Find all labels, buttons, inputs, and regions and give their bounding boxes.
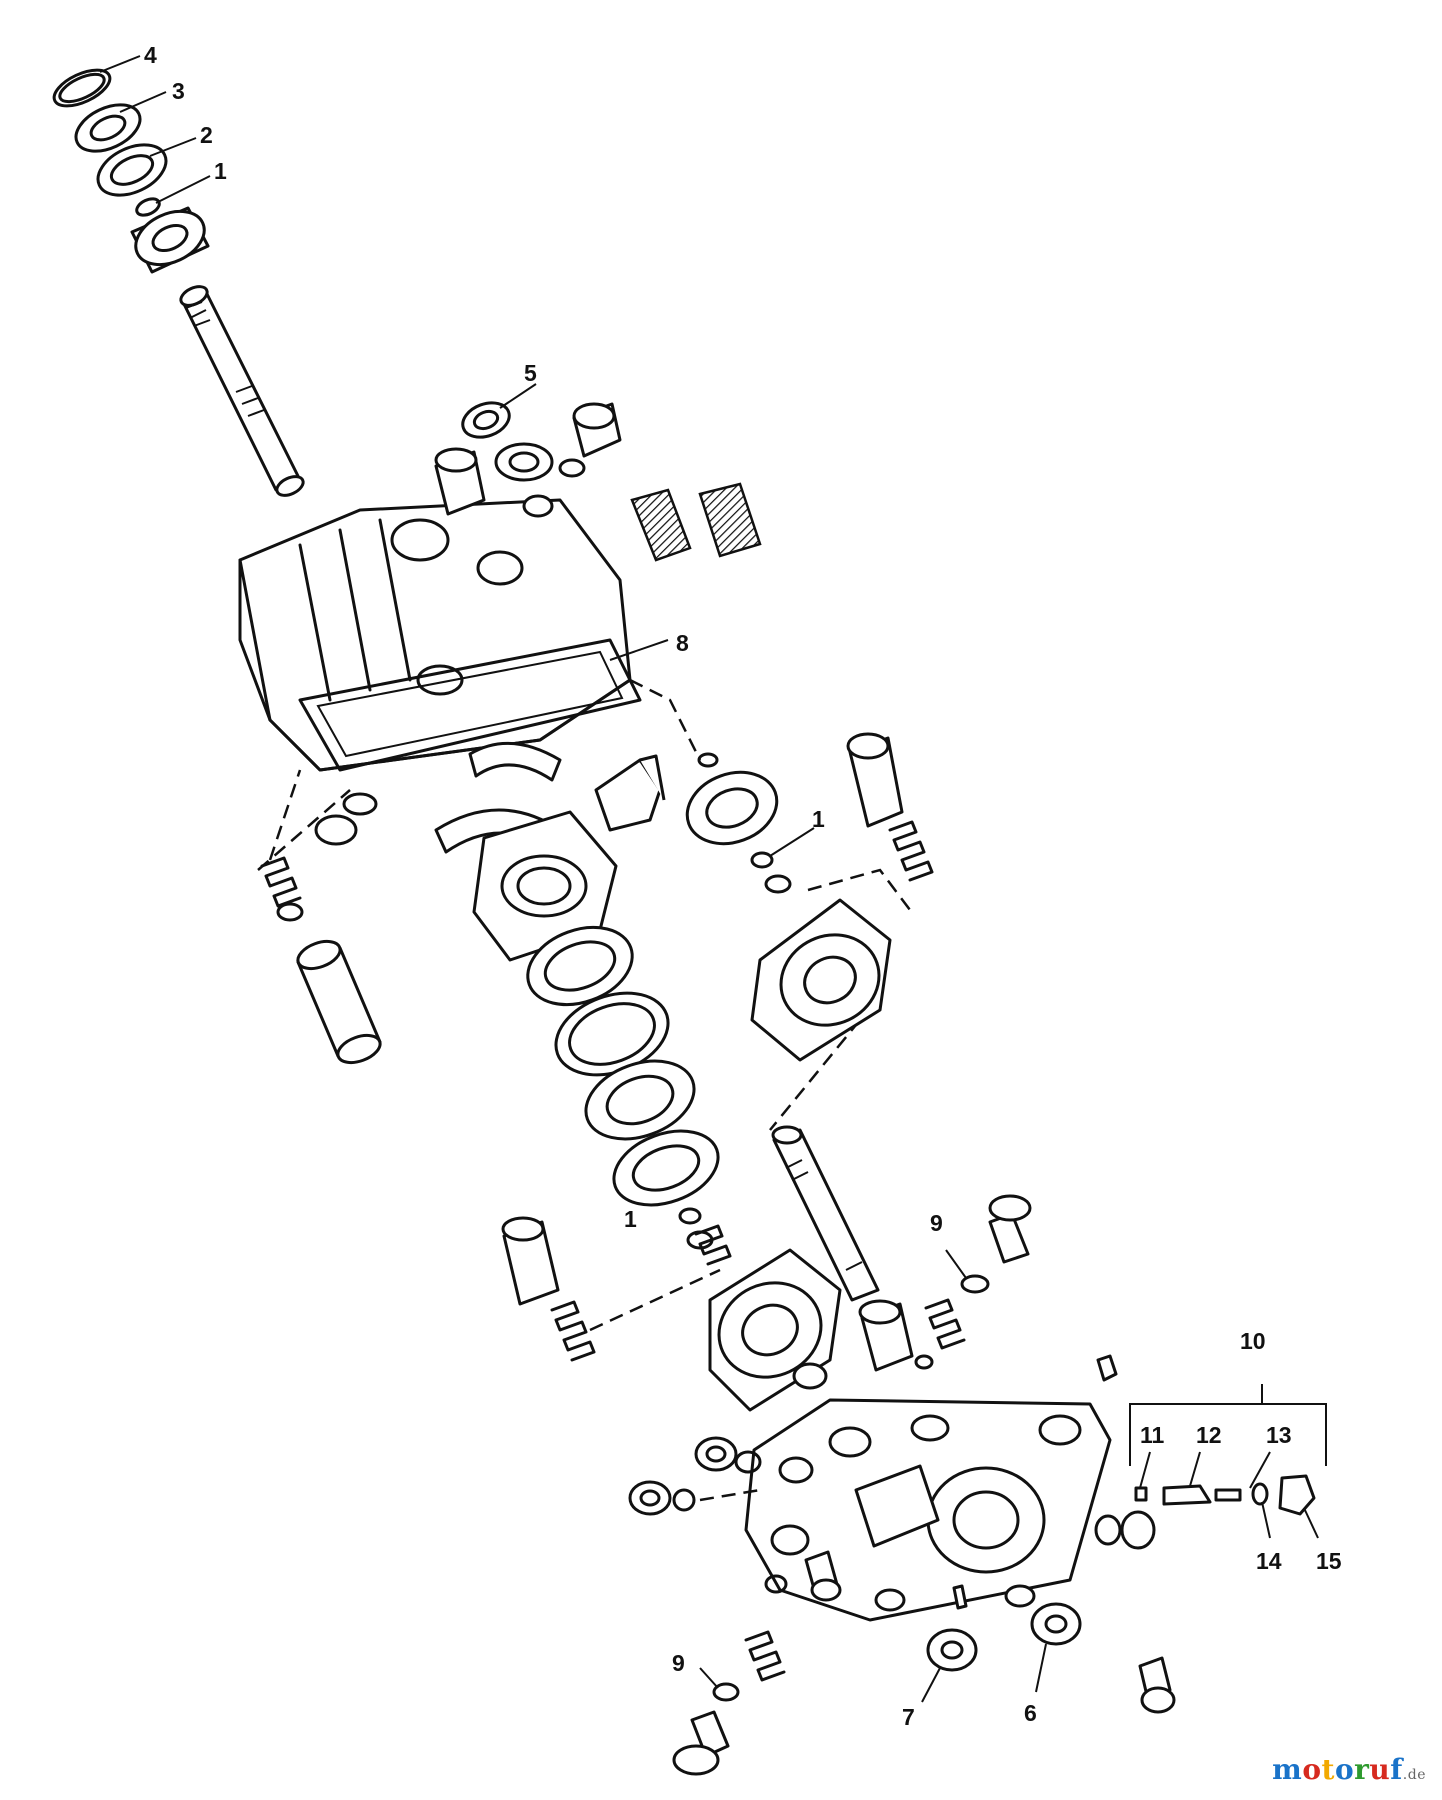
plug-left-lower	[628, 1480, 696, 1516]
o-ring-part-9-lower	[712, 1682, 740, 1702]
set-screw	[1096, 1354, 1118, 1382]
callout-7: 7	[902, 1704, 915, 1730]
watermark-letter: m	[1272, 1753, 1303, 1786]
cylinder-block-upper	[750, 898, 892, 1062]
spring-lower	[744, 1630, 786, 1682]
motoruf-watermark-logo: motoruf.de	[1272, 1753, 1426, 1786]
watermark-letter: r	[1354, 1753, 1370, 1786]
bearing-ring-mid	[685, 770, 779, 846]
spring-lower-left	[550, 1300, 596, 1362]
watermark-letter: u	[1369, 1753, 1391, 1786]
callout-12: 12	[1196, 1422, 1222, 1448]
input-shaft-upper	[179, 285, 305, 497]
watermark-letter: t	[1321, 1753, 1335, 1786]
callout-2-top: 2	[200, 122, 213, 148]
clip-part-1-mid	[750, 851, 774, 869]
seal-part-3	[74, 103, 142, 153]
callout-10: 10	[1240, 1328, 1266, 1354]
callout-13: 13	[1266, 1422, 1292, 1448]
check-valve-part-5	[461, 401, 511, 439]
cap-part-6	[1030, 1602, 1082, 1646]
plug-fitting-right	[572, 402, 622, 458]
callout-1-mid: 1	[812, 806, 825, 832]
kit-bracket	[1129, 1403, 1327, 1466]
callout-9-upper: 9	[930, 1210, 943, 1236]
washer-part-2	[96, 143, 168, 197]
upper-housing	[238, 498, 632, 772]
callout-8: 8	[676, 630, 689, 656]
clip-part-1-low	[678, 1207, 702, 1225]
piston-left	[296, 939, 382, 1065]
callout-1-low: 1	[624, 1206, 637, 1232]
spring-center	[694, 1224, 732, 1266]
spring-left	[260, 856, 304, 922]
callout-14: 14	[1256, 1548, 1282, 1574]
o-ring-small	[522, 494, 554, 518]
o-ring-left	[314, 792, 378, 846]
center-section-housing	[744, 1398, 1112, 1622]
bushing-lower	[858, 1299, 914, 1372]
gasket-part-8	[298, 638, 642, 772]
callout-5: 5	[524, 360, 537, 386]
clip-part-1-top	[135, 197, 161, 217]
cap-fitting	[494, 442, 554, 482]
relief-valve-kit	[1094, 1474, 1316, 1550]
watermark-letter: o	[1302, 1753, 1322, 1786]
bushing-small	[434, 447, 486, 516]
relief-bolt-upper	[988, 1194, 1032, 1264]
spring-upper-right	[924, 1298, 966, 1350]
callout-3-top: 3	[172, 78, 185, 104]
spring-right	[888, 820, 934, 882]
watermark-letter: o	[1334, 1753, 1355, 1786]
watermark-suffix: .de	[1402, 1767, 1426, 1783]
callout-11: 11	[1140, 1422, 1165, 1448]
callout-4-top: 4	[144, 42, 157, 68]
filter-element-right	[698, 482, 762, 558]
piston-lower-left	[501, 1216, 560, 1306]
bearing-top	[130, 206, 210, 274]
callout-1-top: 1	[214, 158, 227, 184]
retaining-ring-part-4	[52, 68, 112, 108]
callout-9-lower: 9	[672, 1650, 685, 1676]
o-ring-small	[558, 458, 586, 478]
watermark-letter: f	[1390, 1753, 1403, 1786]
o-ring-part-9-upper	[960, 1274, 990, 1294]
relief-bolt-lower	[672, 1710, 730, 1776]
plug-left-upper	[694, 1436, 762, 1474]
swashplate-inserts	[434, 741, 562, 854]
piston-right	[846, 732, 904, 828]
filter-element-left	[630, 488, 692, 562]
output-shaft	[771, 1125, 880, 1302]
cap-part-7	[926, 1628, 978, 1672]
callout-15: 15	[1316, 1548, 1342, 1574]
bolt-lower-right	[1138, 1656, 1176, 1714]
control-shaft-arm	[594, 754, 666, 832]
bolt-lower-center	[804, 1550, 842, 1602]
callout-6: 6	[1024, 1700, 1037, 1726]
pin-small	[952, 1584, 968, 1610]
